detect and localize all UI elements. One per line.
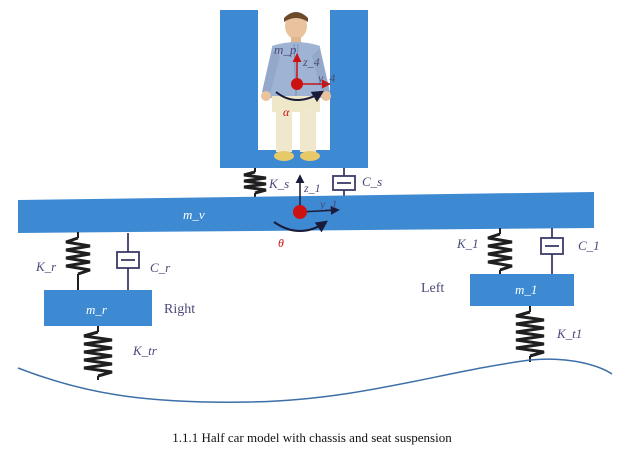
right-tire-spring	[83, 326, 113, 380]
label-k-t1: K_t1	[556, 326, 582, 341]
right-damper	[116, 233, 140, 290]
left-suspension-spring	[487, 228, 513, 274]
label-c-r: C_r	[150, 260, 171, 275]
label-m-v: m_v	[183, 207, 205, 222]
chassis-cg-marker	[293, 205, 307, 219]
label-z-4: z_4	[302, 55, 320, 69]
label-m-1: m_1	[515, 282, 537, 297]
label-c-s: C_s	[362, 174, 382, 189]
label-right: Right	[164, 302, 195, 317]
label-m-p: m_p	[274, 42, 297, 57]
left-wheel-mass	[470, 274, 574, 306]
label-y-1: y_1	[319, 197, 337, 211]
seat-frame	[220, 10, 368, 168]
left-damper	[540, 228, 564, 274]
label-m-r: m_r	[86, 302, 108, 317]
figure-caption: 1.1.1 Half car model with chassis and se…	[172, 430, 452, 445]
label-y-4: y_4	[317, 71, 335, 85]
left-tire-spring	[515, 306, 545, 362]
label-z-1: z_1	[303, 181, 321, 195]
label-alpha: α	[283, 105, 290, 119]
seat-damper	[332, 168, 356, 199]
label-k-1: K_1	[456, 236, 479, 251]
right-suspension-spring	[65, 232, 91, 290]
label-c-1: C_1	[578, 238, 600, 253]
label-left: Left	[421, 281, 444, 296]
passenger-axes	[275, 53, 331, 103]
right-wheel-mass	[44, 290, 152, 326]
label-k-tr: K_tr	[132, 343, 158, 358]
passenger-cg-marker	[291, 78, 303, 90]
road-profile	[17, 358, 613, 403]
seat-spring	[243, 168, 267, 199]
chassis-axes	[273, 174, 340, 233]
label-k-r: K_r	[35, 259, 57, 274]
label-k-s: K_s	[268, 176, 289, 191]
alpha-rotation-arrow	[275, 90, 325, 103]
label-theta: θ	[278, 236, 284, 250]
theta-rotation-arrow	[273, 220, 328, 233]
